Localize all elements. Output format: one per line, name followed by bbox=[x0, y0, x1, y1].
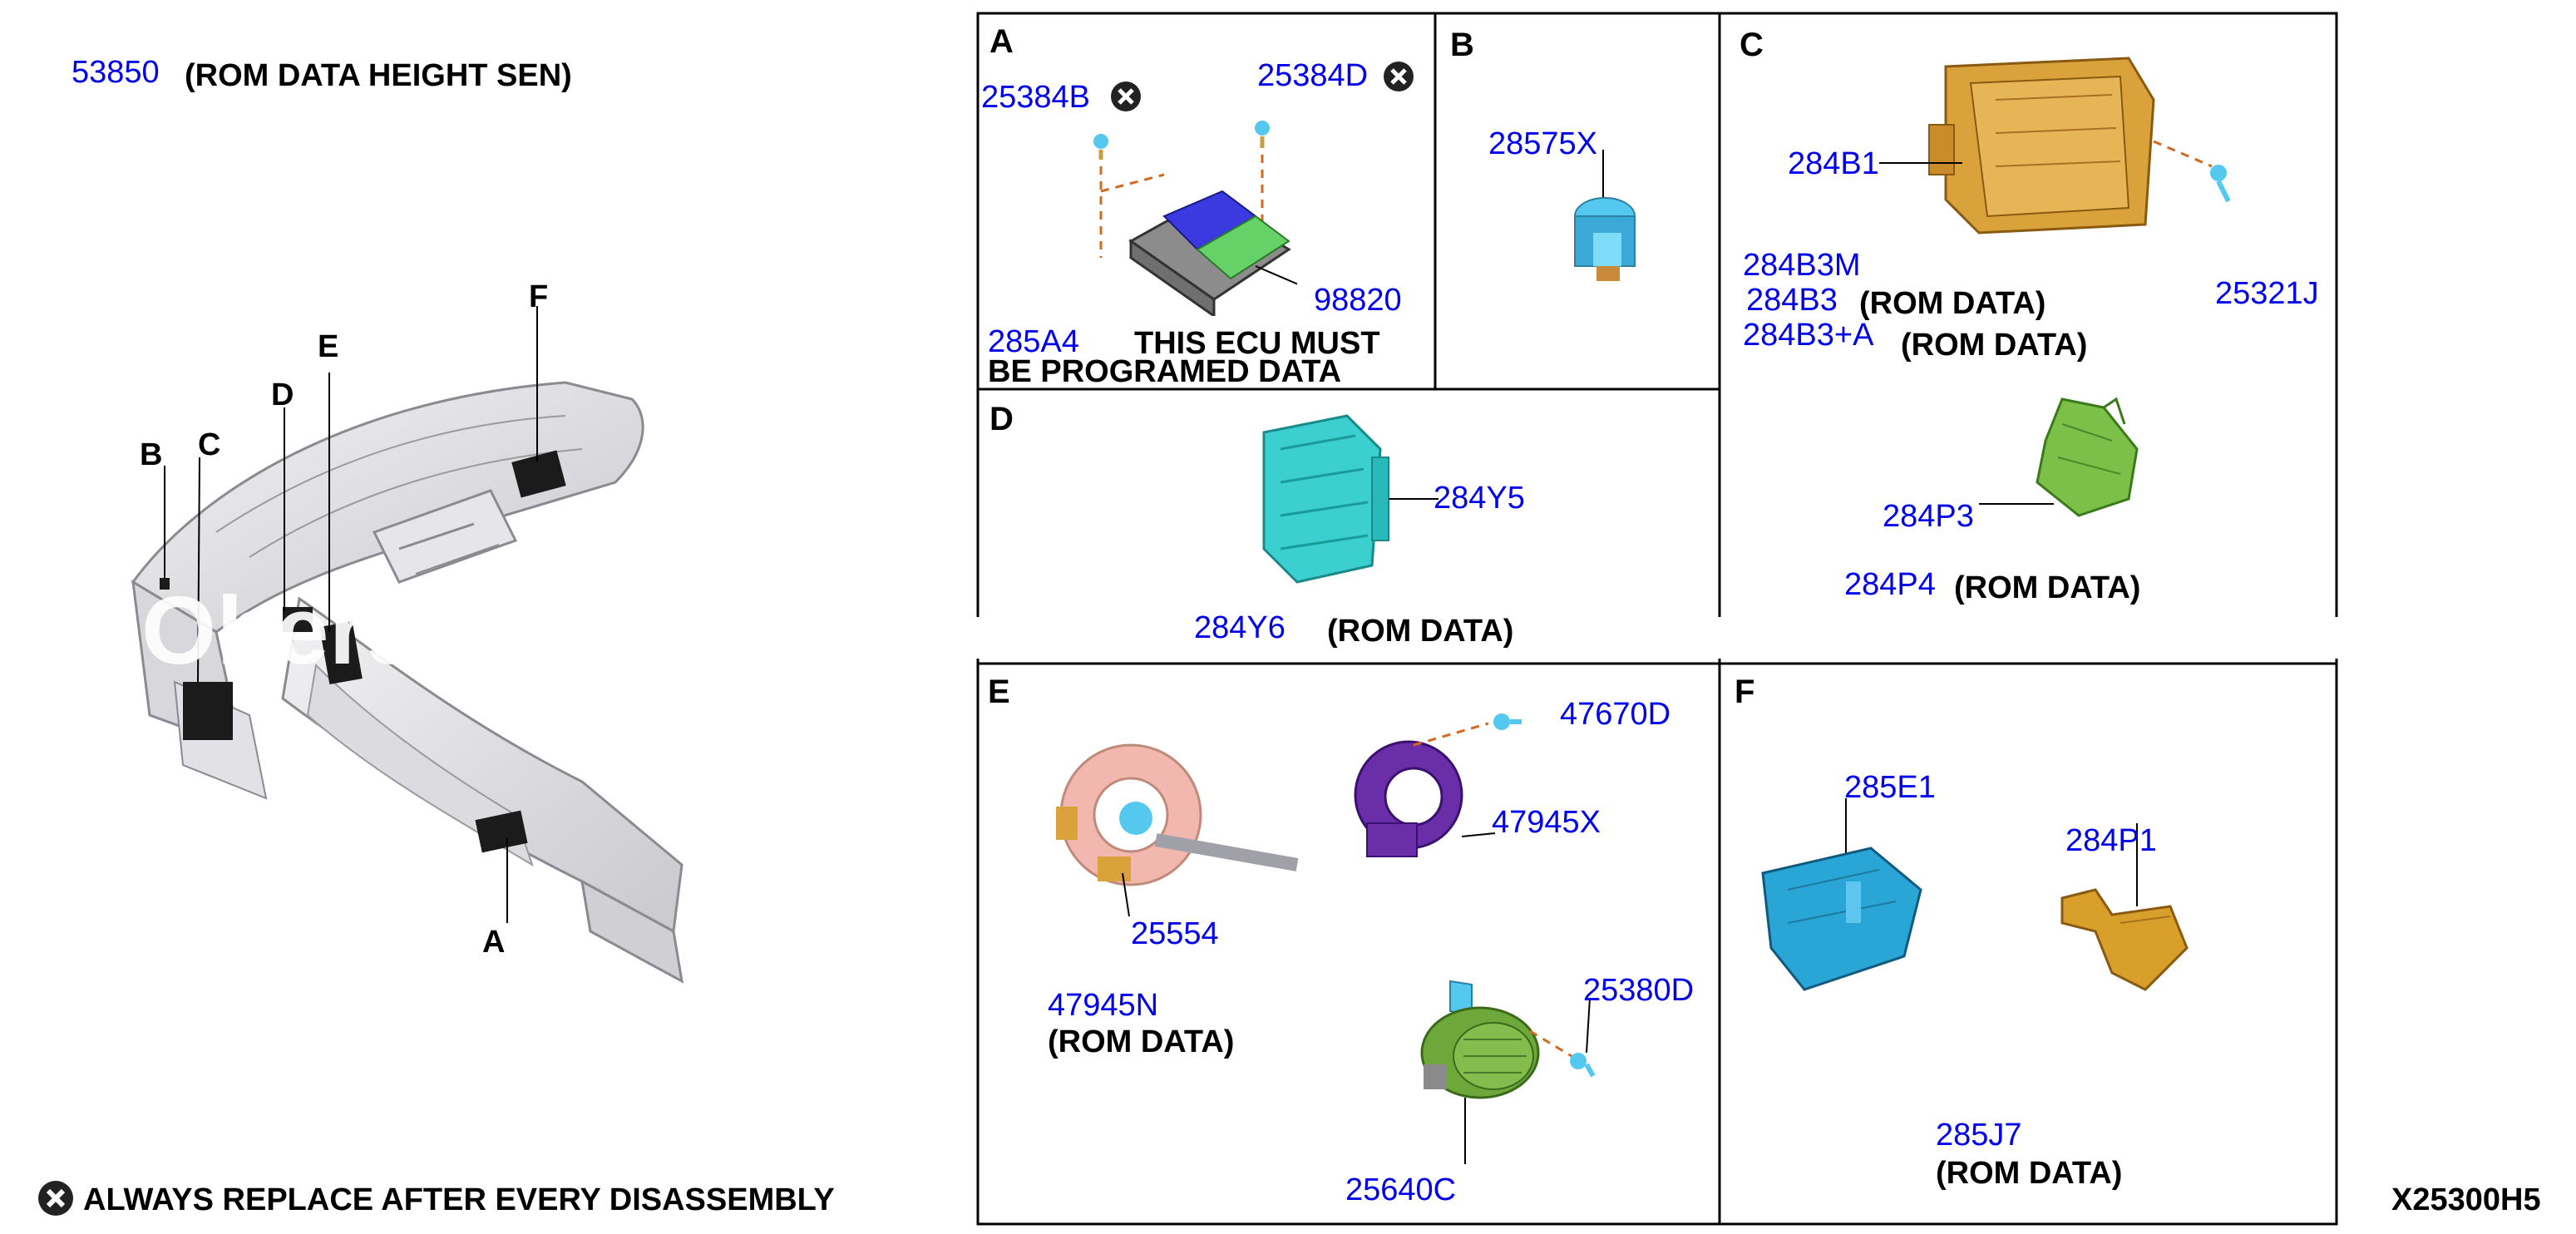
bcm-module-illustration bbox=[1879, 57, 2231, 234]
rom-note-284y6: (ROM DATA) bbox=[1327, 614, 1514, 649]
rom-note-284b3: (ROM DATA) bbox=[1859, 286, 2046, 321]
rom-note-47945n: (ROM DATA) bbox=[1048, 1024, 1235, 1059]
overview-label-b: B bbox=[140, 437, 163, 472]
watermark-text: Ohers M bbox=[141, 576, 528, 684]
section-b-letter: B bbox=[1450, 27, 1474, 63]
part-285j7[interactable]: 285J7 bbox=[1936, 1118, 2022, 1153]
bracket-c-illustration bbox=[1979, 397, 2139, 517]
part-25554[interactable]: 25554 bbox=[1131, 916, 1219, 951]
part-284y6[interactable]: 284Y6 bbox=[1194, 610, 1286, 645]
part-284p4[interactable]: 284P4 bbox=[1844, 567, 1936, 602]
part-47670d[interactable]: 47670D bbox=[1560, 697, 1671, 732]
yaw-sensor-illustration bbox=[1420, 980, 1596, 1164]
section-f-letter: F bbox=[1735, 674, 1755, 710]
overview-label-e: E bbox=[318, 329, 339, 364]
part-284y5[interactable]: 284Y5 bbox=[1434, 481, 1525, 516]
part-284p3[interactable]: 284P3 bbox=[1883, 499, 1974, 534]
replace-legend-text: ALWAYS REPLACE AFTER EVERY DISASSEMBLY bbox=[83, 1182, 835, 1217]
part-98820[interactable]: 98820 bbox=[1314, 283, 1402, 318]
dashboard-overview-illustration bbox=[131, 306, 683, 984]
bracket-f-illustration bbox=[2060, 823, 2189, 991]
ecu-note-line2: BE PROGRAMED DATA bbox=[988, 354, 1342, 389]
part-47945n[interactable]: 47945N bbox=[1048, 988, 1159, 1023]
rom-note-284p4: (ROM DATA) bbox=[1954, 570, 2141, 605]
module-d-illustration bbox=[1262, 414, 1439, 584]
rom-note-285j7: (ROM DATA) bbox=[1936, 1156, 2123, 1191]
diagram-code: X25300H5 bbox=[2391, 1182, 2541, 1217]
part-25640c[interactable]: 25640C bbox=[1345, 1172, 1457, 1207]
part-284b3m[interactable]: 284B3M bbox=[1743, 248, 1861, 283]
part-285a4[interactable]: 285A4 bbox=[988, 324, 1079, 359]
part-285e1[interactable]: 285E1 bbox=[1844, 770, 1936, 805]
overview-label-d: D bbox=[271, 378, 294, 412]
part-284b1[interactable]: 284B1 bbox=[1788, 146, 1879, 181]
overview-label-a: A bbox=[482, 925, 506, 960]
part-25380d[interactable]: 25380D bbox=[1583, 973, 1695, 1008]
overview-label-f: F bbox=[529, 279, 549, 314]
part-284p1[interactable]: 284P1 bbox=[2065, 823, 2157, 858]
part-284b3-a[interactable]: 284B3+A bbox=[1743, 318, 1874, 353]
x-circle-icon bbox=[1111, 81, 1141, 111]
airbag-ecu-illustration bbox=[1093, 121, 1297, 316]
section-a-letter: A bbox=[989, 23, 1014, 60]
section-c-letter: C bbox=[1740, 27, 1764, 63]
part-25384d[interactable]: 25384D bbox=[1257, 58, 1369, 93]
module-f-illustration bbox=[1761, 798, 1922, 991]
part-25384b[interactable]: 25384B bbox=[981, 80, 1091, 115]
steering-sensor-illustration bbox=[1354, 713, 1522, 857]
part-25321j[interactable]: 25321J bbox=[2215, 276, 2319, 311]
sensor-b-illustration bbox=[1574, 150, 1636, 281]
part-47945x[interactable]: 47945X bbox=[1492, 805, 1601, 840]
clockspring-illustration bbox=[1056, 743, 1299, 917]
ecu-note-line1: THIS ECU MUST bbox=[1134, 326, 1380, 361]
rom-note-284b3-a: (ROM DATA) bbox=[1901, 328, 2088, 363]
part-284b3[interactable]: 284B3 bbox=[1746, 283, 1838, 318]
section-e-letter: E bbox=[988, 674, 1010, 710]
header-part-note: (ROM DATA HEIGHT SEN) bbox=[185, 58, 572, 93]
part-28575x[interactable]: 28575X bbox=[1488, 126, 1598, 161]
x-circle-icon bbox=[1384, 62, 1414, 91]
header-part-number: 53850 bbox=[72, 55, 160, 90]
overview-label-c: C bbox=[198, 427, 221, 462]
section-d-letter: D bbox=[989, 401, 1014, 437]
x-circle-icon bbox=[38, 1181, 73, 1216]
